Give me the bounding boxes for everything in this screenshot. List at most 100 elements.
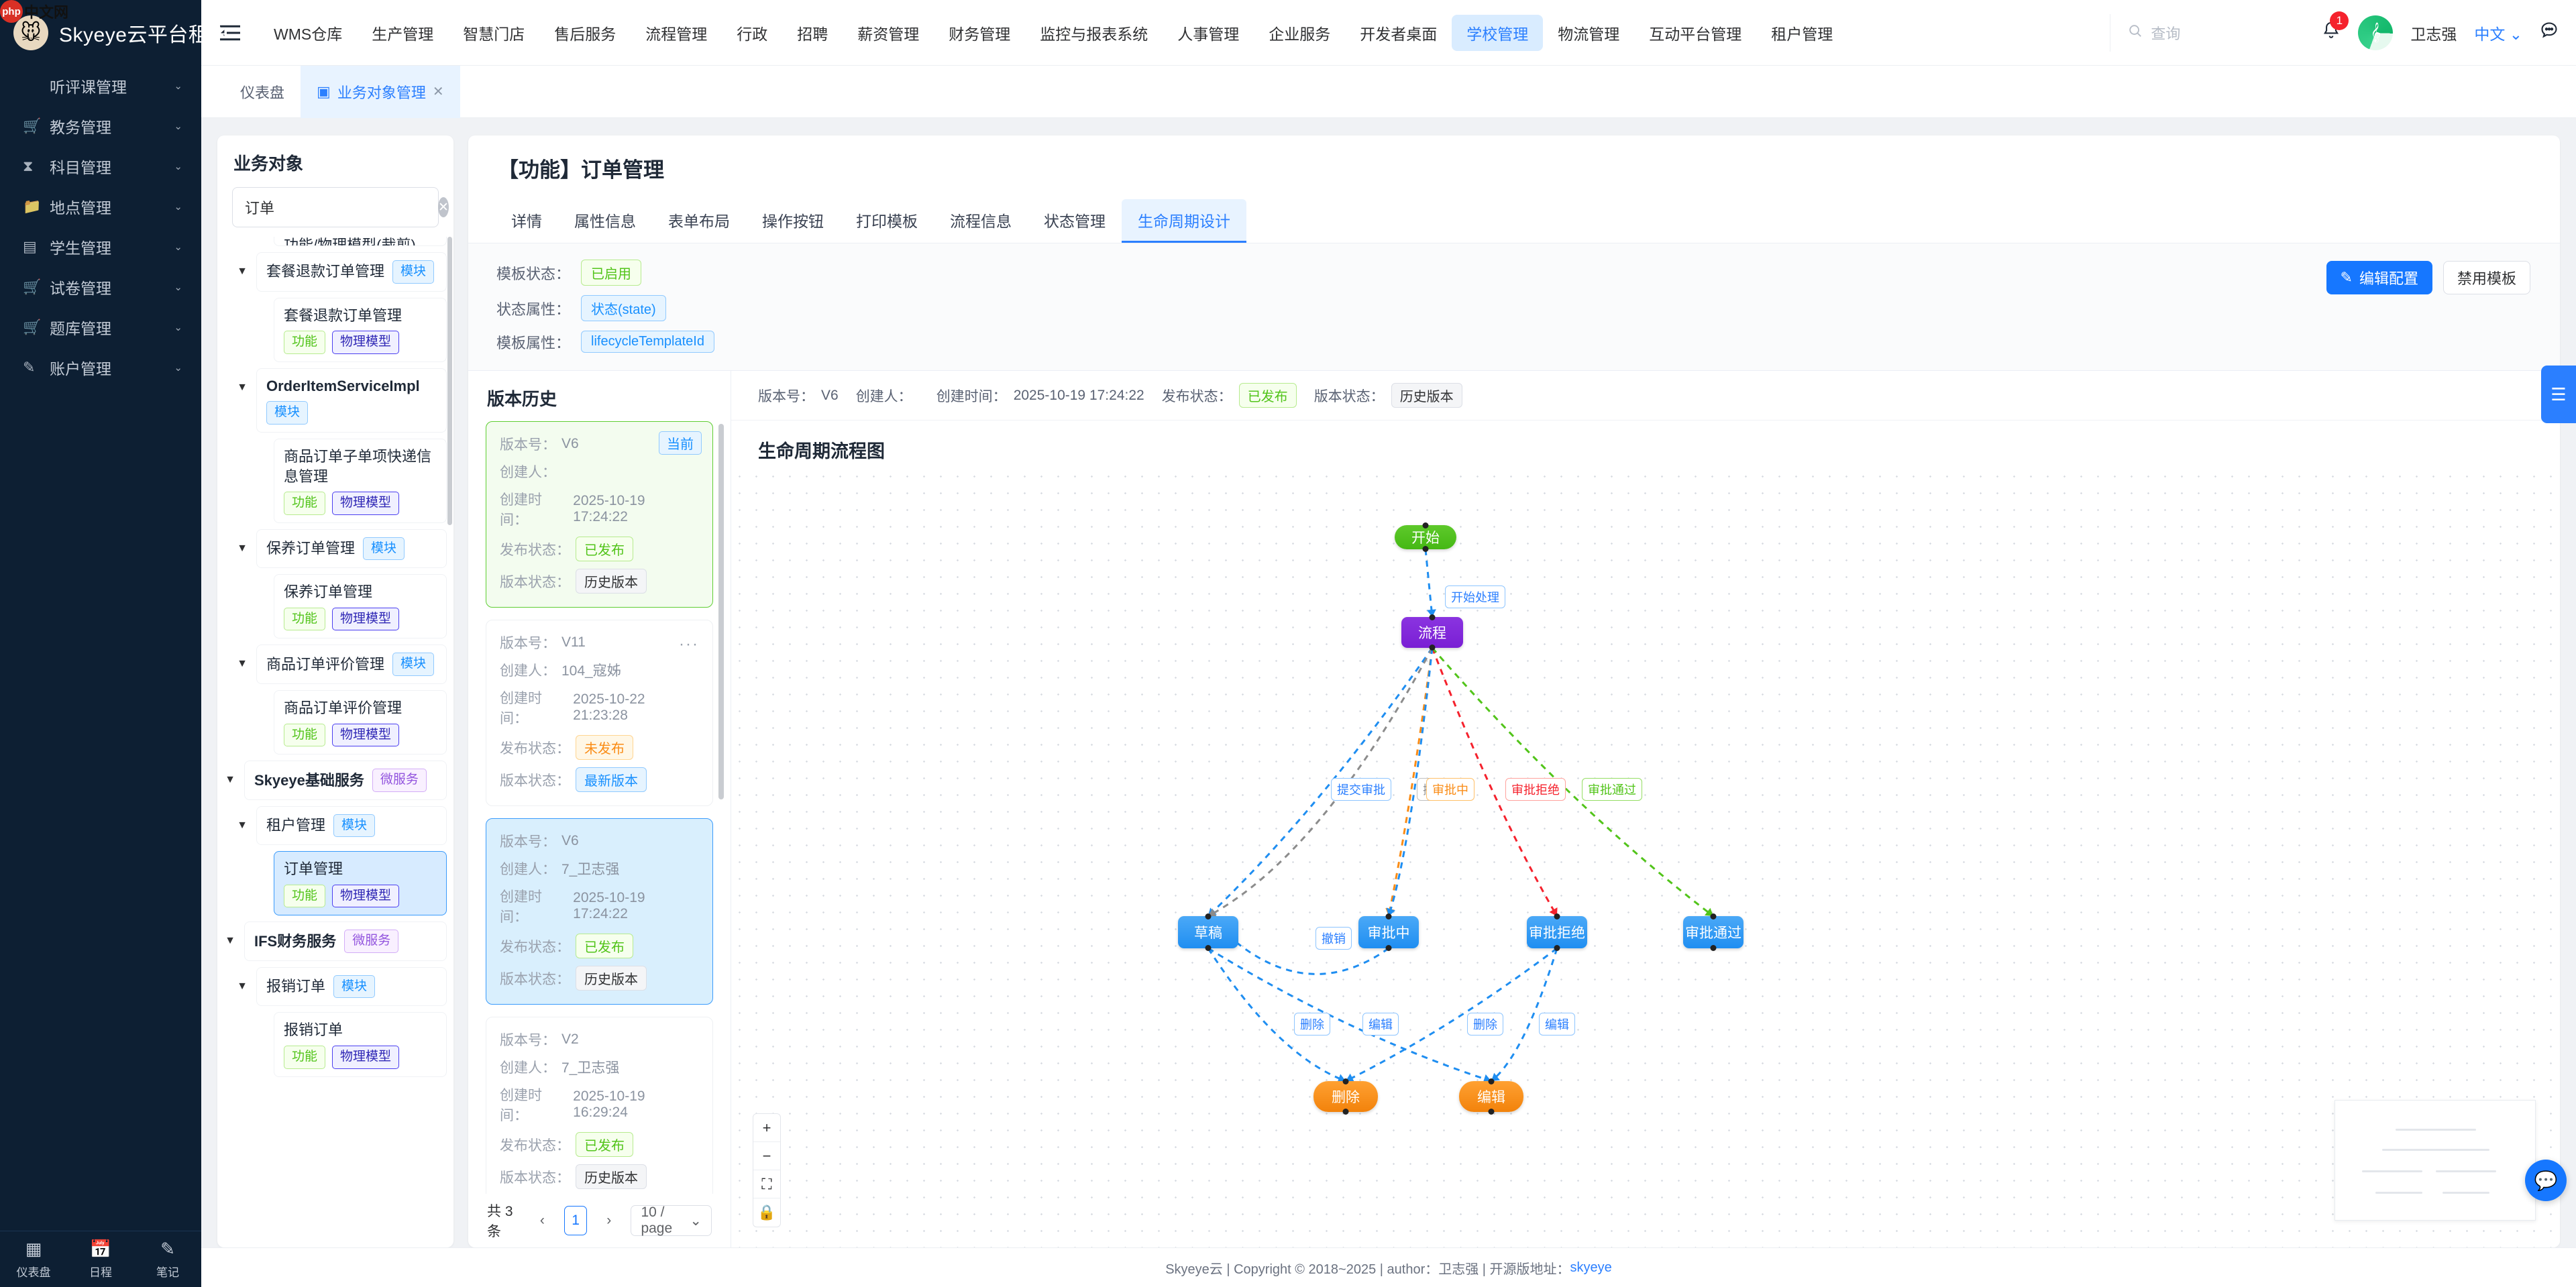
zoom-out-icon[interactable]: −: [753, 1142, 780, 1170]
nav-item-11[interactable]: 企业服务: [1269, 25, 1331, 43]
port-top-icon[interactable]: [1554, 913, 1560, 919]
tree-node-6[interactable]: 保养订单管理 功能物理模型: [274, 574, 447, 639]
edit-config-button[interactable]: ✎编辑配置: [2326, 261, 2432, 294]
sidebar-bottom-1[interactable]: 📅日程: [67, 1231, 134, 1287]
panel-flag-icon[interactable]: ☰: [2541, 366, 2576, 423]
footer-link[interactable]: skyeye: [1570, 1260, 1612, 1275]
nav-item-9[interactable]: 监控与报表系统: [1040, 25, 1148, 43]
pager-prev[interactable]: ‹: [539, 1213, 545, 1228]
nav-item-13[interactable]: 学校管理: [1452, 14, 1544, 51]
caret-down-icon[interactable]: ▼: [225, 935, 235, 947]
page-size-select[interactable]: 10 / page ⌄: [631, 1205, 712, 1236]
flow-node-process[interactable]: 流程: [1401, 614, 1463, 651]
caret-down-icon[interactable]: ▼: [237, 658, 248, 670]
tree-node-3[interactable]: OrderItemServiceImpl 模块: [256, 368, 447, 433]
caret-down-icon[interactable]: ▼: [225, 774, 235, 786]
tree-node-14[interactable]: 报销订单 功能物理模型: [274, 1012, 447, 1077]
tree-node-7[interactable]: 商品订单评价管理模块: [256, 645, 447, 684]
flow-node-approving[interactable]: 审批中: [1358, 913, 1419, 951]
fit-screen-icon[interactable]: ⛶: [753, 1170, 780, 1198]
language-switcher[interactable]: 中文 ⌄: [2474, 21, 2522, 44]
brand[interactable]: 🐭 Skyeye云平台租户: [0, 0, 229, 66]
collapse-menu-icon[interactable]: [201, 24, 259, 42]
comment-icon[interactable]: [2540, 21, 2559, 44]
edge-label-6[interactable]: 撤销: [1316, 927, 1352, 950]
sidebar-item-7[interactable]: ✎账户管理⌄: [0, 347, 201, 388]
tree-node-10[interactable]: 租户管理模块: [256, 805, 447, 846]
biz-search-box[interactable]: ✕: [232, 187, 449, 227]
search-input[interactable]: 查询: [2110, 13, 2304, 52]
sidebar-item-5[interactable]: 🛒试卷管理⌄: [0, 267, 201, 307]
flow-node-edit[interactable]: 编辑: [1459, 1078, 1523, 1115]
port-top-icon[interactable]: [1422, 522, 1429, 528]
caret-down-icon[interactable]: ▼: [237, 381, 248, 393]
sidebar-bottom-2[interactable]: ✎笔记: [134, 1231, 201, 1287]
work-tab-0[interactable]: 仪表盘: [224, 66, 301, 118]
port-top-icon[interactable]: [1710, 913, 1717, 919]
tree-node-12[interactable]: IFS财务服务微服务: [244, 921, 447, 961]
tree-node-13[interactable]: 报销订单模块: [256, 966, 447, 1007]
nav-item-7[interactable]: 薪资管理: [857, 25, 920, 43]
sidebar-item-3[interactable]: 📁地点管理⌄: [0, 186, 201, 227]
tree-node-8[interactable]: 商品订单评价管理 功能物理模型: [274, 689, 447, 755]
nav-item-4[interactable]: 流程管理: [645, 25, 708, 43]
object-tab-5[interactable]: 流程信息: [950, 213, 1012, 230]
flow-node-rejected[interactable]: 审批拒绝: [1527, 913, 1587, 951]
avatar[interactable]: 𝄞: [2358, 15, 2394, 50]
caret-down-icon[interactable]: ▼: [237, 980, 248, 992]
port-top-icon[interactable]: [1342, 1078, 1349, 1084]
edge-label-1[interactable]: 提交审批: [1331, 778, 1391, 801]
nav-item-14[interactable]: 物流管理: [1558, 25, 1620, 43]
work-tab-1[interactable]: ▣业务对象管理✕: [301, 65, 460, 118]
minimap[interactable]: [2334, 1100, 2536, 1221]
nav-item-15[interactable]: 互动平台管理: [1649, 25, 1742, 43]
object-tab-2[interactable]: 表单布局: [668, 213, 730, 230]
tree-node-11[interactable]: 订单管理 功能物理模型: [274, 851, 447, 916]
flow-node-start[interactable]: 开始: [1395, 522, 1456, 552]
more-icon[interactable]: ···: [679, 635, 699, 653]
object-tab-0[interactable]: 详情: [511, 213, 542, 230]
biz-search-input[interactable]: [245, 199, 438, 216]
port-top-icon[interactable]: [1429, 614, 1436, 620]
nav-item-0[interactable]: WMS仓库: [274, 25, 343, 43]
sidebar-bottom-0[interactable]: ▦仪表盘: [0, 1231, 67, 1287]
tree-node-1[interactable]: 套餐退款订单管理模块: [256, 252, 447, 292]
caret-down-icon[interactable]: ▼: [237, 819, 248, 831]
edge-label-5[interactable]: 审批通过: [1582, 778, 1642, 801]
tree-node-9[interactable]: Skyeye基础服务微服务: [244, 761, 447, 800]
tree-node-5[interactable]: 保养订单管理模块: [256, 528, 447, 569]
nav-item-10[interactable]: 人事管理: [1177, 25, 1240, 43]
edge-label-0[interactable]: 开始处理: [1445, 585, 1505, 608]
flow-canvas[interactable]: +−⛶🔒 开始 流程 草稿 审批中 审批拒绝: [731, 468, 2560, 1247]
edge-label-10[interactable]: 编辑: [1539, 1013, 1575, 1036]
nav-item-12[interactable]: 开发者桌面: [1360, 25, 1438, 43]
port-bottom-icon[interactable]: [1488, 1109, 1495, 1115]
port-bottom-icon[interactable]: [1385, 945, 1392, 951]
port-bottom-icon[interactable]: [1710, 945, 1717, 951]
lock-icon[interactable]: 🔒: [757, 1204, 776, 1221]
nav-item-2[interactable]: 智慧门店: [463, 25, 525, 43]
flow-node-draft[interactable]: 草稿: [1178, 913, 1238, 951]
nav-item-3[interactable]: 售后服务: [554, 25, 616, 43]
port-bottom-icon[interactable]: [1422, 546, 1429, 552]
flow-node-delete[interactable]: 删除: [1313, 1078, 1378, 1115]
edge-label-9[interactable]: 删除: [1467, 1013, 1503, 1036]
pager-next[interactable]: ›: [606, 1213, 612, 1228]
object-tab-6[interactable]: 状态管理: [1044, 213, 1106, 230]
tree-node-2[interactable]: 套餐退款订单管理 功能物理模型: [274, 297, 447, 362]
tree-node-4[interactable]: 商品订单子单项快递信息管理 功能物理模型: [274, 438, 447, 523]
nav-item-8[interactable]: 财务管理: [949, 25, 1011, 43]
nav-item-6[interactable]: 招聘: [797, 25, 828, 43]
sidebar-item-0[interactable]: 听评课管理⌄: [0, 66, 201, 106]
nav-item-16[interactable]: 租户管理: [1771, 25, 1833, 43]
port-top-icon[interactable]: [1205, 913, 1212, 919]
port-bottom-icon[interactable]: [1554, 945, 1560, 951]
port-bottom-icon[interactable]: [1429, 645, 1436, 651]
edge-label-3[interactable]: 审批中: [1426, 778, 1474, 801]
nav-item-5[interactable]: 行政: [737, 25, 768, 43]
sidebar-item-1[interactable]: 🛒教务管理⌄: [0, 106, 201, 146]
